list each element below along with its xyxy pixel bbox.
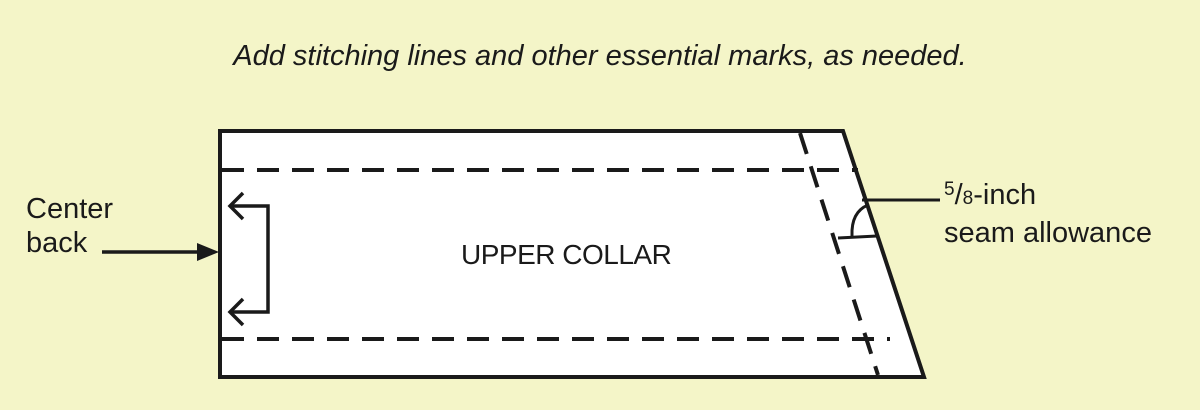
instruction-caption: Add stitching lines and other essential … [233,40,967,72]
fold-bracket [227,191,270,327]
seam-separator: / [954,179,963,211]
seam-allowance-line2: seam allowance [944,217,1152,249]
seam-unit: -inch [973,179,1037,211]
fold-arrow-top-icon [227,191,245,221]
seam-numerator: 5 [944,179,955,200]
center-back-label: Center back [26,192,113,260]
center-back-line2: back [26,227,88,259]
collar-pattern-piece [218,129,927,379]
fold-arrow-bottom-icon [227,297,245,327]
center-back-line1: Center [26,193,114,225]
seam-allowance-label: 5/8-inch seam allowance [944,173,1152,250]
seam-allowance-line1: 5/8-inch [944,173,1152,216]
center-back-pointer [102,243,219,261]
collar-piece-label: UPPER COLLAR [461,239,672,270]
seam-denominator: 8 [962,188,974,209]
pointer-arrowhead-icon [197,243,219,261]
seam-allowance-mark [837,198,940,240]
side-stitching-line [798,132,880,376]
